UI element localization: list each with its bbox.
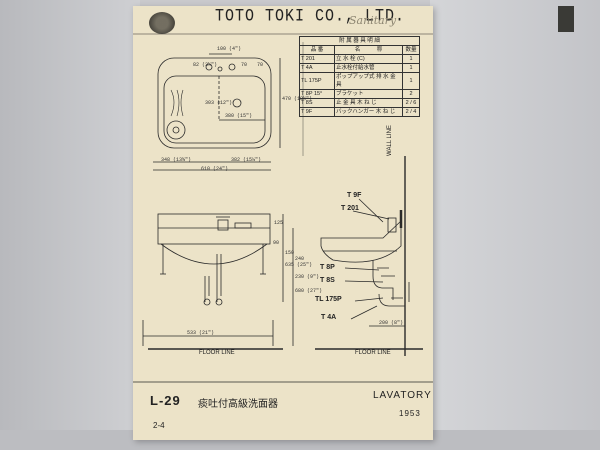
wall-line-label: WALL LINE: [387, 125, 393, 156]
dim-label: 348 (13⅝"): [161, 157, 192, 163]
callout-t4a: T 4A: [321, 314, 337, 321]
dim-label: 610 (24"): [201, 166, 229, 172]
dim-label: 200 (8"): [379, 320, 404, 326]
model-number: L-29: [150, 393, 181, 408]
company-logo: [149, 12, 175, 34]
callout-t9f: T 9F: [347, 192, 362, 199]
basin-side: [320, 220, 402, 263]
faucet-hole-left: [205, 63, 213, 71]
callout-tl175p: TL 175P: [315, 296, 342, 303]
dim-label: 125: [274, 220, 284, 226]
drain-hole: [232, 98, 242, 108]
dim-label: 303 (12"): [205, 100, 233, 106]
callout-t8s: T 8S: [320, 277, 335, 284]
dim-label: 70: [257, 62, 264, 68]
dim-label: 230 (9"): [295, 274, 320, 280]
col-qty: 数量: [402, 45, 420, 55]
callout-t8p: T 8P: [320, 264, 335, 271]
page-number: 2-4: [153, 421, 165, 430]
dim-label: 533 (21"): [187, 330, 215, 336]
basin-plan-outer: [157, 57, 272, 149]
dim-label: 150: [285, 250, 295, 256]
header-script-mark: Sanitary: [349, 14, 397, 27]
dim-label: 82 (3¼"): [193, 62, 218, 68]
dim-label: 90: [273, 240, 280, 246]
dim-label: 470 (18½"): [282, 96, 313, 102]
dim-label: 680 (27"): [295, 288, 323, 294]
catalog-year: 1953: [399, 409, 421, 418]
dim-label: 380 (15"): [225, 113, 253, 119]
floor-line-label-side: FLOOR LINE: [355, 350, 391, 356]
background-left: [0, 0, 140, 450]
dim-label: 635 (25"): [285, 262, 313, 268]
technical-drawing: [133, 33, 433, 383]
binder-spine: [558, 6, 574, 32]
spittoon-bowl: [166, 120, 186, 140]
product-name-japanese: 痰吐付高級洗面器: [198, 399, 278, 410]
col-name: 名 称: [334, 45, 403, 55]
col-code: 品 番: [299, 45, 335, 55]
basin-plan-inner: [163, 75, 266, 144]
parts-table-title: 附 属 器 具 明 細: [299, 36, 420, 46]
catalog-page: TOTO TOKI CO., LTD. Sanitary: [133, 6, 574, 440]
floor-line-label: FLOOR LINE: [199, 350, 235, 356]
dim-label: 240: [295, 256, 305, 262]
company-name: TOTO TOKI CO., LTD.: [215, 6, 406, 27]
product-name: LAVATORY: [373, 390, 432, 401]
faucet-hole-right: [228, 63, 236, 71]
basin-front-rim: [157, 213, 271, 245]
background-right: [430, 0, 600, 450]
dim-label: 100 (4"): [217, 46, 242, 52]
callout-t201: T 201: [341, 205, 359, 212]
dim-label: 70: [241, 62, 248, 68]
dim-label: 382 (15⅛"): [231, 157, 262, 163]
